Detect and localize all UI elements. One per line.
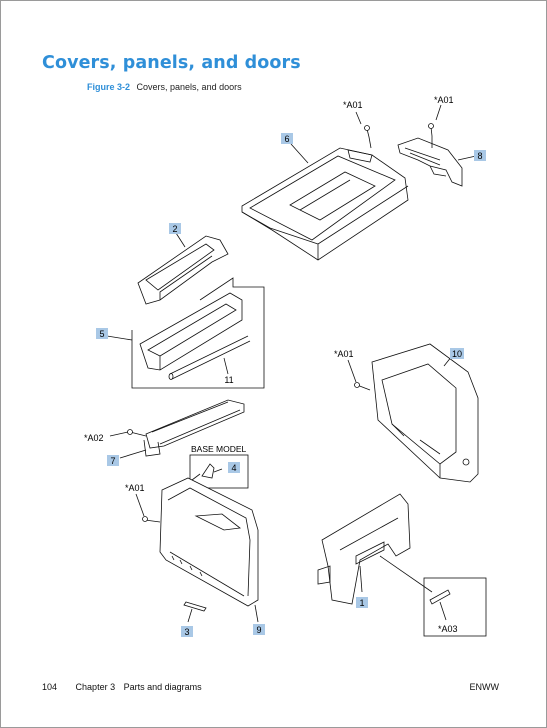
label-a03: *A03 bbox=[438, 624, 458, 634]
callout-10-box bbox=[450, 348, 464, 359]
footer-chapter: Chapter 3 bbox=[75, 682, 116, 692]
screw-top-left bbox=[355, 111, 372, 149]
screw-labels: *A01 *A01 *A01 *A02 *A01 *A03 BASE MODEL bbox=[84, 95, 458, 634]
label-a01-top-left: *A01 bbox=[343, 100, 363, 110]
callout-2-label: 2 bbox=[172, 224, 177, 234]
callout-3-box bbox=[181, 626, 193, 637]
callout-1-box bbox=[356, 597, 368, 608]
part-duplex-assembly bbox=[139, 292, 243, 371]
footer-section: Parts and diagrams bbox=[123, 682, 202, 692]
screw-left bbox=[135, 493, 161, 523]
callout-3-label: 3 bbox=[184, 627, 189, 637]
screw-right bbox=[347, 359, 371, 391]
callout-8-label: 8 bbox=[477, 151, 482, 161]
callout-2-box bbox=[169, 223, 181, 234]
part-top-cover bbox=[241, 147, 409, 261]
part-front-door bbox=[159, 477, 259, 607]
page-title: Covers, panels, and doors bbox=[42, 53, 301, 73]
callout-8-box bbox=[474, 150, 486, 161]
callout-6-box bbox=[281, 133, 293, 144]
callout-5-box bbox=[96, 328, 108, 339]
part-roller bbox=[168, 335, 251, 380]
a03-box bbox=[423, 577, 487, 637]
callout-4-label: 4 bbox=[231, 463, 236, 473]
label-a02: *A02 bbox=[84, 433, 104, 443]
screw-top-right bbox=[428, 104, 442, 148]
screw-a02 bbox=[109, 429, 147, 437]
part-front-bar bbox=[143, 399, 245, 457]
callout-1-label: 1 bbox=[359, 598, 364, 608]
callout-9-box bbox=[253, 624, 265, 635]
callout-4-box bbox=[228, 462, 240, 473]
group-box-5 bbox=[131, 277, 265, 389]
callout-11-label: 11 bbox=[224, 375, 233, 385]
part-right-side-panel bbox=[371, 343, 479, 483]
callouts: 6 8 2 5 11 10 7 4 1 3 9 bbox=[96, 133, 486, 637]
callout-6-label: 6 bbox=[284, 134, 289, 144]
figure-number: Figure 3-2 bbox=[87, 82, 131, 92]
figure-caption-text: Covers, panels, and doors bbox=[136, 82, 242, 92]
part-clip bbox=[183, 601, 207, 623]
label-a01-left: *A01 bbox=[125, 483, 145, 493]
page-number: 104 bbox=[42, 682, 58, 692]
label-a01-top-right: *A01 bbox=[434, 95, 454, 105]
callout-7-label: 7 bbox=[110, 456, 115, 466]
footer-brand: ENWW bbox=[469, 682, 500, 692]
figure-caption: Figure 3-2 Covers, panels, and doors bbox=[87, 82, 242, 92]
footer-left: 104 Chapter 3 Parts and diagrams bbox=[42, 682, 202, 692]
part-rear-panel bbox=[137, 235, 229, 305]
callout-10-label: 10 bbox=[452, 349, 462, 359]
callout-5-label: 5 bbox=[99, 329, 104, 339]
part-top-right-piece bbox=[397, 137, 463, 187]
callout-9-label: 9 bbox=[256, 625, 261, 635]
label-a01-right: *A01 bbox=[334, 349, 354, 359]
label-base-model: BASE MODEL bbox=[191, 444, 247, 454]
part-tray bbox=[317, 493, 411, 605]
callout-7-box bbox=[107, 455, 119, 466]
